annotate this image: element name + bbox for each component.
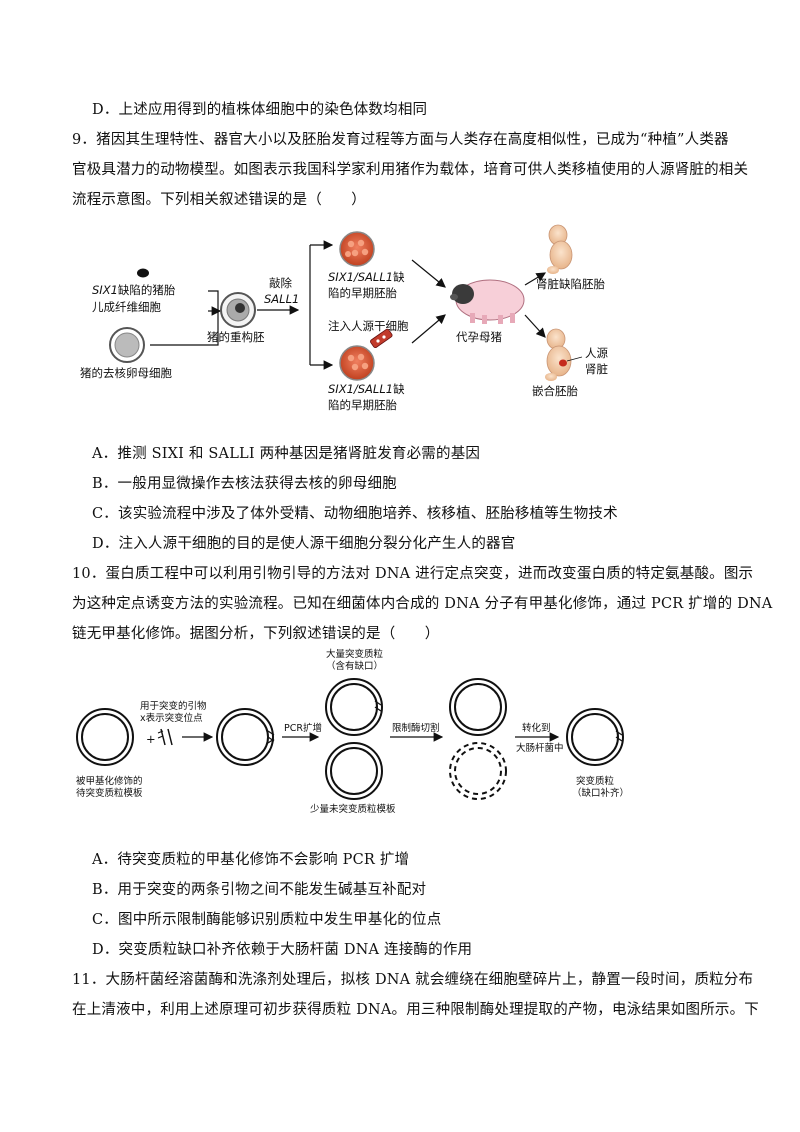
plus-sign: + [146, 732, 156, 746]
chimeric-fetus-icon [545, 328, 583, 381]
q10-option-a: A．待突变质粒的甲基化修饰不会影响 PCR 扩增 [92, 852, 410, 868]
bottom-embryo-label-1: SIX1/SALL1缺 [328, 382, 405, 396]
q10-stem-line-3: 链无甲基化修饰。据图分析，下列叙述错误的是（ ） [72, 626, 440, 642]
q9-figure: SIX1缺陷的猪胎 儿成纤维细胞 猪的去核卵母细胞 猪的重构胚 敲除 SALL1… [80, 224, 608, 412]
pcr-label: PCR扩增 [284, 722, 322, 734]
q10-stem-line-2: 为这种定点诱变方法的实验流程。已知在细菌体内合成的 DNA 分子有甲基化修饰，通… [72, 596, 773, 612]
q9-stem-line-1: 9．猪因其生理特性、器官大小以及胚胎发育过程等方面与人类存在高度相似性，已成为“… [72, 132, 729, 148]
top-embryo-icon [339, 231, 375, 267]
annealed-plasmid-icon [216, 708, 275, 766]
mutant-plasmid-icon [325, 678, 383, 736]
chimeric-label: 嵌合胚胎 [532, 384, 578, 398]
q10-option-b: B．用于突变的两条引物之间不能发生碱基互补配对 [92, 882, 427, 898]
q8-option-d: D．上述应用得到的植株体细胞中的染色体数均相同 [92, 102, 428, 118]
bottom-embryo-label-2: 陷的早期胚胎 [328, 398, 397, 412]
human-kidney-label-1: 人源 [585, 346, 608, 360]
q10-option-c: C．图中所示限制酶能够识别质粒中发生甲基化的位点 [92, 912, 442, 928]
intact-mutant-plasmid-icon [449, 678, 507, 736]
kidney-defect-label: 肾脏缺陷胚胎 [536, 277, 605, 291]
few-template-label: 少量未突变质粒模板 [310, 803, 396, 815]
repaired-mutant-plasmid-icon [566, 708, 624, 766]
template-label-1: 被甲基化修饰的 [76, 775, 143, 787]
reconstructed-label: 猪的重构胚 [207, 330, 265, 344]
top-embryo-label-1: SIX1/SALL1缺 [328, 270, 405, 284]
primer-label-2: x表示突变位点 [140, 712, 203, 724]
q9-stem-line-3: 流程示意图。下列相关叙述错误的是（ ） [72, 192, 366, 208]
oocyte-label: 猪的去核卵母细胞 [80, 366, 172, 380]
reconstructed-embryo-icon [220, 292, 256, 328]
template-plasmid-icon [76, 708, 134, 766]
fibroblast-label-1: SIX1缺陷的猪胎 [92, 283, 176, 297]
surrogate-pig-icon [450, 279, 525, 324]
many-mutant-label-2: （含有缺口） [326, 660, 383, 672]
q9-option-b: B．一般用显微操作去核法获得去核的卵母细胞 [92, 476, 397, 492]
q9-stem-line-2: 官极具潜力的动物模型。如图表示我国科学家利用猪作为载体，培育可供人类移植使用的人… [72, 162, 749, 178]
q9-option-c: C．该实验流程中涉及了体外受精、动物细胞培养、核移植、胚胎移植等生物技术 [92, 506, 618, 522]
transform-label-1: 转化到 [522, 722, 551, 734]
q11-stem-line-1: 11．大肠杆菌经溶菌酶和洗涤剂处理后，拟核 DNA 就会缠绕在细胞壁碎片上，静置… [72, 972, 754, 988]
human-kidney-label-2: 肾脏 [585, 362, 608, 376]
knockout-label-2: SALL1 [264, 292, 299, 306]
mutant-label-1: 突变质粒 [576, 775, 615, 787]
template-label-2: 待突变质粒模板 [76, 787, 143, 799]
kidney-defect-fetus-icon [547, 224, 573, 274]
q9-option-a: A．推测 SIXI 和 SALLI 两种基因是猪肾脏发育必需的基因 [92, 446, 481, 462]
q9-option-d: D．注入人源干细胞的目的是使人源干细胞分裂分化产生人的器官 [92, 536, 516, 552]
fibroblast-nucleus-icon [137, 268, 149, 278]
q11-stem-line-2: 在上清液中，利用上述原理可初步获得质粒 DNA。用三种限制酶处理提取的产物，电泳… [72, 1002, 759, 1018]
top-embryo-label-2: 陷的早期胚胎 [328, 286, 397, 300]
inject-label: 注入人源干细胞 [328, 319, 409, 333]
q10-figure: 被甲基化修饰的 待突变质粒模板 用于突变的引物 x表示突变位点 + PCR扩增 … [76, 648, 629, 815]
q10-stem-line-1: 10．蛋白质工程中可以利用引物引导的方法对 DNA 进行定点突变，进而改变蛋白质… [72, 566, 754, 582]
primer-icon [157, 728, 173, 746]
knockout-label-1: 敲除 [269, 276, 292, 290]
many-mutant-label-1: 大量突变质粒 [326, 648, 384, 660]
digest-label: 限制酶切割 [392, 722, 440, 734]
unmutated-plasmid-icon [325, 742, 383, 800]
mutant-label-2: （缺口补齐） [572, 787, 629, 799]
surrogate-label: 代孕母猪 [456, 330, 502, 344]
enucleated-oocyte-icon [109, 327, 145, 363]
primer-label-1: 用于突变的引物 [140, 700, 207, 712]
cut-template-plasmid-icon [449, 742, 507, 800]
fibroblast-label-2: 儿成纤维细胞 [92, 300, 161, 314]
q10-option-d: D．突变质粒缺口补齐依赖于大肠杆菌 DNA 连接酶的作用 [92, 942, 473, 958]
bottom-embryo-icon [339, 345, 375, 381]
pipette-icon [370, 328, 393, 349]
transform-label-2: 大肠杆菌中 [516, 742, 564, 754]
